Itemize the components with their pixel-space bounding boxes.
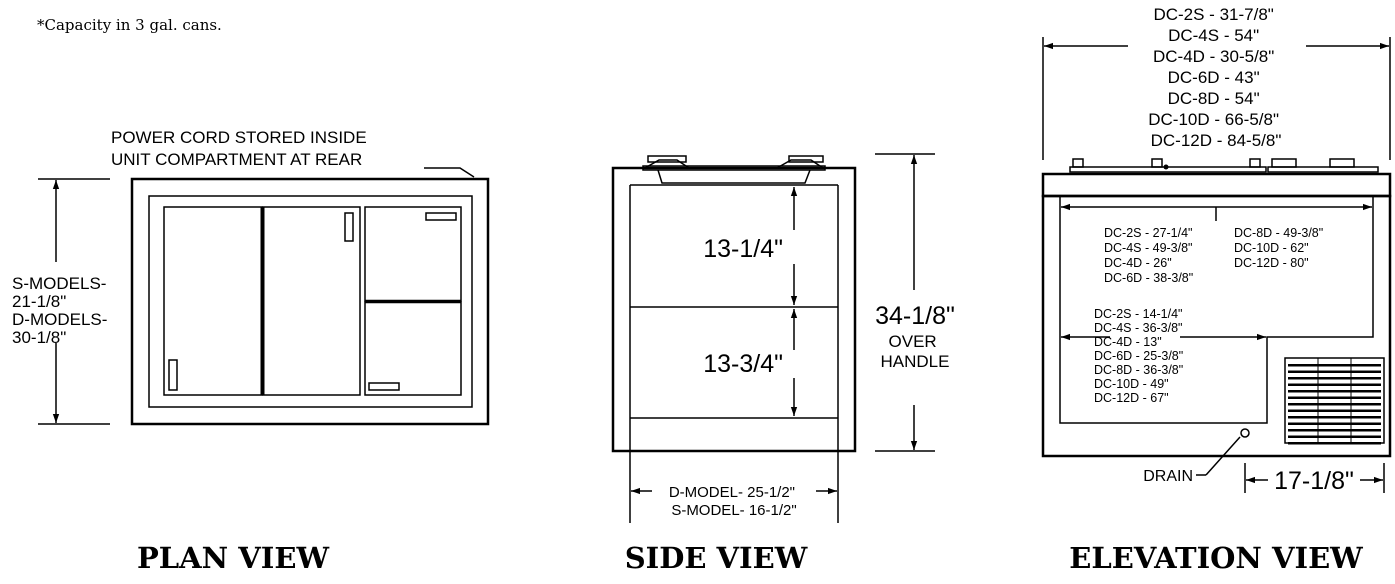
elev-inner-liner	[1059, 196, 1374, 424]
side-bottom-compartment-dim: 13-3/4"	[703, 350, 783, 378]
elev-knob-2	[1151, 158, 1163, 168]
elev-top-rail	[1041, 172, 1392, 198]
plan-outer-frame	[130, 177, 490, 426]
elev-cabinet-body	[1041, 194, 1392, 458]
plan-lid-left	[163, 206, 263, 396]
grille-slat	[1288, 370, 1381, 373]
side-knob-left	[647, 155, 687, 163]
grille-slat	[1288, 383, 1381, 386]
side-view: SIDE VIEW 13-1/4" 13-3/4" 34-1/8" OVER H…	[611, 153, 955, 575]
side-top-compartment-dim: 13-1/4"	[703, 235, 783, 263]
grille-slat	[1288, 442, 1381, 445]
side-view-title: SIDE VIEW	[625, 541, 808, 575]
power-cord-note: POWER CORD STORED INSIDE UNIT COMPARTMEN…	[111, 128, 371, 169]
side-lid-handle-left	[644, 159, 690, 169]
plan-depth-label: S-MODELS- 21-1/8" D-MODELS- 30-1/8"	[12, 274, 112, 347]
grille-slat	[1288, 396, 1381, 399]
grille-slat	[1288, 403, 1381, 406]
elevation-view-title: ELEVATION VIEW	[1069, 541, 1363, 575]
side-knob-right	[788, 155, 824, 163]
elev-knob-4	[1271, 158, 1297, 168]
side-lid-tray	[657, 169, 811, 184]
elevation-view: ELEVATION VIEW DC-2S - 31-7/8" DC-4S - 5…	[1041, 5, 1392, 575]
elev-knob-1	[1072, 158, 1084, 168]
elev-inner-widths-left: DC-2S - 27-1/4" DC-4S - 49-3/8" DC-4D - …	[1104, 226, 1196, 285]
plan-handle-upper-right	[425, 212, 457, 221]
grille-slat	[1288, 390, 1381, 393]
elev-knob-3	[1249, 158, 1261, 168]
drain-fitting	[1240, 428, 1250, 438]
grille-slat	[1288, 429, 1381, 432]
plan-handle-lower-right	[368, 382, 400, 391]
plan-handle-center	[344, 212, 354, 242]
elev-inner-widths-right: DC-8D - 49-3/8" DC-10D - 62" DC-12D - 80…	[1234, 226, 1327, 270]
grille-slat	[1288, 409, 1381, 412]
side-height-dim: 34-1/8"	[875, 302, 955, 330]
capacity-footnote: *Capacity in 3 gal. cans.	[37, 16, 222, 34]
plan-handle-left	[168, 359, 178, 391]
grille-slat	[1288, 364, 1381, 367]
drain-label: DRAIN	[1143, 468, 1193, 485]
side-width-labels: D-MODEL- 25-1/2" S-MODEL- 16-1/2"	[669, 484, 799, 519]
plan-view-title: PLAN VIEW	[137, 541, 329, 575]
cord-note-leader	[424, 167, 475, 178]
grille-slat	[1288, 416, 1381, 419]
plan-view: PLAN VIEW POWER CORD STORED INSIDE UNIT …	[12, 128, 490, 575]
plan-lid-lower-right	[364, 301, 462, 396]
side-cabinet-outline	[611, 166, 857, 453]
elev-lower-widths: DC-2S - 14-1/4" DC-4S - 36-3/8" DC-4D - …	[1094, 307, 1187, 405]
grille-slat	[1288, 435, 1381, 438]
side-lid-handle-right	[776, 159, 824, 169]
grille-slat	[1288, 377, 1381, 380]
drain-leader	[1205, 436, 1241, 476]
elevation-overall-widths: DC-2S - 31-7/8" DC-4S - 54" DC-4D - 30-5…	[1148, 5, 1283, 150]
plan-lid-upper-right	[364, 206, 462, 302]
grille-slat	[1288, 422, 1381, 425]
plan-inner-frame	[148, 195, 473, 408]
side-height-note: OVER HANDLE	[881, 332, 950, 371]
elev-lid-plate-right	[1267, 166, 1379, 173]
elev-grille-bars	[1288, 364, 1381, 445]
elev-compressor-width-dim: 17-1/8"	[1274, 467, 1354, 495]
elev-knob-5	[1329, 158, 1355, 168]
elev-lid-pin	[1163, 164, 1169, 170]
